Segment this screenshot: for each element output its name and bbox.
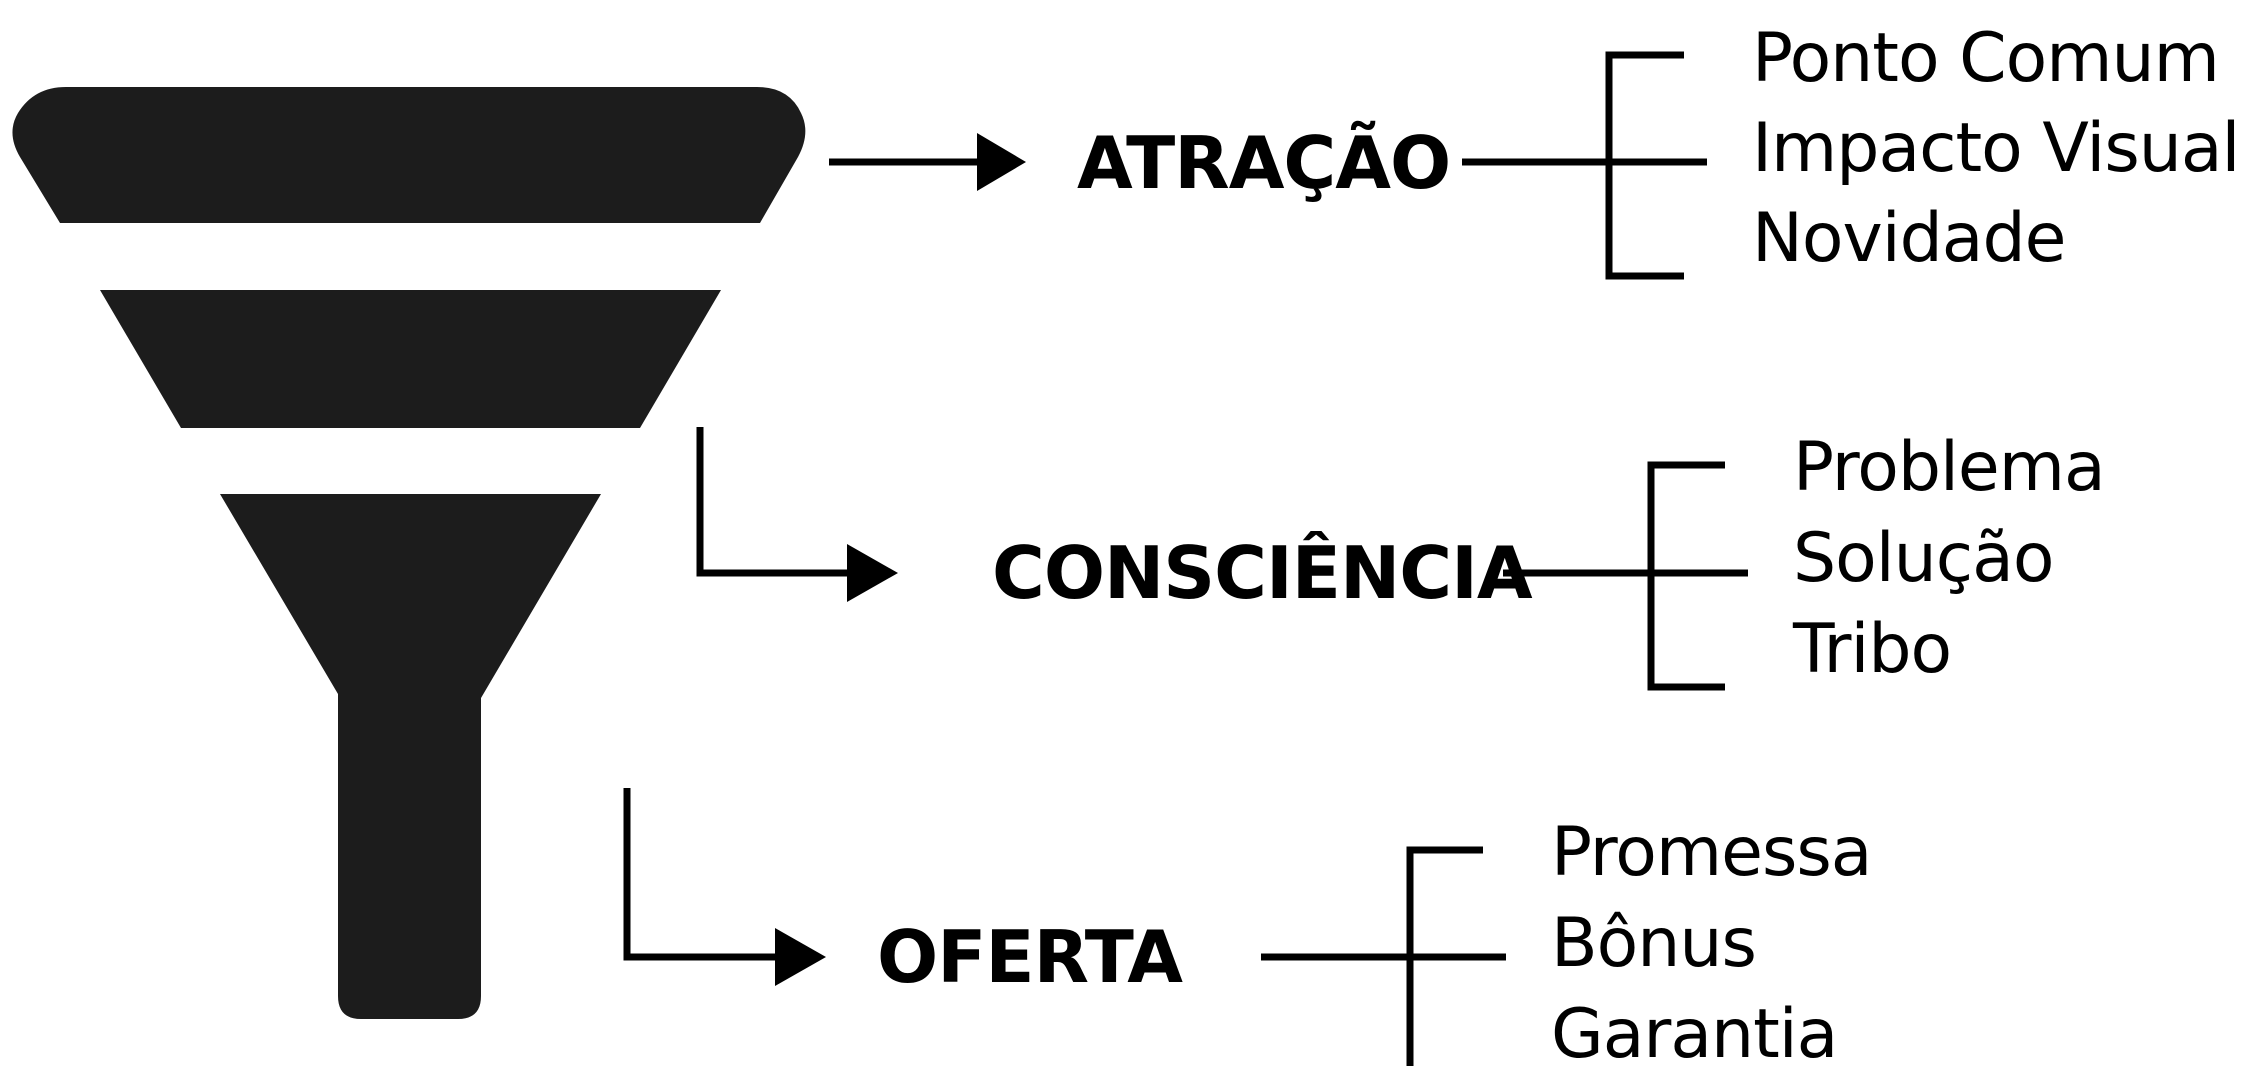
stage-connectors bbox=[623, 158, 985, 961]
funnel-middle-segment bbox=[100, 290, 721, 428]
items-oferta: Promessa Bônus Garantia bbox=[1551, 813, 1872, 1066]
funnel-icon bbox=[12, 87, 806, 1019]
item-brackets bbox=[1261, 51, 1748, 1066]
stage-label-oferta: OFERTA bbox=[877, 915, 1183, 999]
arrowhead-atracao bbox=[977, 133, 1026, 191]
items-consciencia: Problema Solução Tribo bbox=[1792, 428, 2106, 689]
funnel-bottom-segment bbox=[220, 494, 601, 1019]
arrowheads bbox=[775, 133, 1026, 986]
item-label: Solução bbox=[1793, 519, 2053, 598]
items-atracao: Ponto Comum Impacto Visual Novidade bbox=[1752, 19, 2240, 278]
stage-label-atracao: ATRAÇÃO bbox=[1077, 121, 1450, 205]
bracket-consciencia bbox=[1503, 461, 1748, 691]
item-label: Bônus bbox=[1551, 904, 1756, 983]
funnel-top-segment bbox=[12, 87, 806, 223]
bracket-oferta bbox=[1261, 846, 1506, 1066]
bracket-atracao bbox=[1462, 51, 1707, 280]
item-label: Garantia bbox=[1551, 995, 1837, 1066]
connector-line-oferta bbox=[623, 788, 780, 961]
item-label: Problema bbox=[1793, 428, 2105, 507]
stage-label-consciencia: CONSCIÊNCIA bbox=[992, 531, 1533, 615]
item-label: Impacto Visual bbox=[1752, 109, 2239, 188]
item-label: Ponto Comum bbox=[1752, 19, 2219, 98]
item-label: Promessa bbox=[1551, 813, 1871, 892]
item-label: Novidade bbox=[1752, 199, 2065, 278]
arrowhead-oferta bbox=[775, 928, 826, 986]
item-label: Tribo bbox=[1792, 610, 1951, 689]
arrowhead-consciencia bbox=[847, 544, 898, 602]
connector-line-consciencia bbox=[696, 427, 855, 577]
